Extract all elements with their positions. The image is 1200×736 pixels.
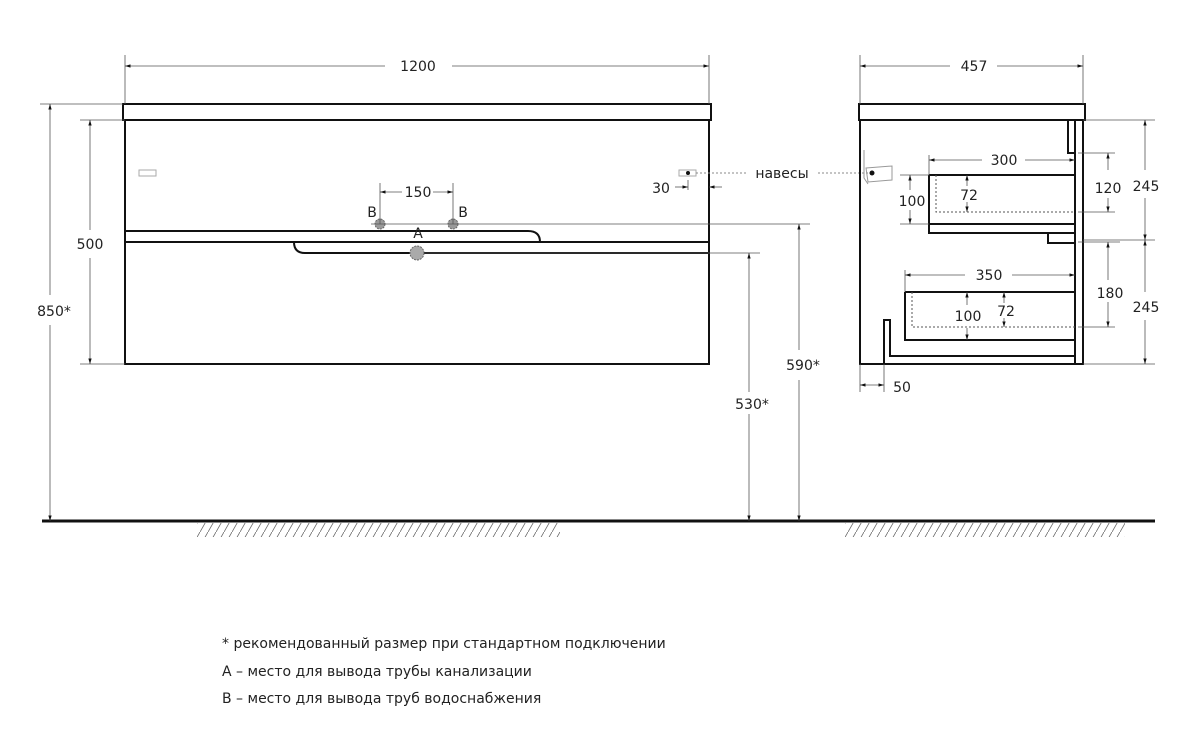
dim-lower-inner: 72 (997, 304, 1015, 320)
dim-lower-drawer-height: 100 (955, 309, 982, 325)
hinge-label: навесы (755, 166, 808, 182)
dim-body-height: 500 (77, 237, 104, 253)
dim-upper-gap: 120 (1095, 181, 1122, 197)
dim-width: 1200 (400, 59, 436, 75)
label-b-left: B (367, 205, 377, 221)
dim-upper-section: 245 (1133, 179, 1160, 195)
dim-depth: 457 (961, 59, 988, 75)
front-dimensions: 1200 850* 500 150 590* 530* 30 навесы (37, 55, 870, 521)
dim-upper-drawer-width: 300 (991, 153, 1018, 169)
dim-pipe-spacing: 150 (405, 185, 432, 201)
side-view (858, 103, 1086, 365)
side-dimensions: 457 300 100 72 120 245 245 350 100 72 18… (859, 55, 1160, 396)
dim-590: 590* (786, 358, 820, 374)
dim-lower-gap: 180 (1097, 286, 1124, 302)
label-b-right: B (458, 205, 468, 221)
dim-total-height: 850* (37, 304, 71, 320)
legend-note-a: А – место для вывода трубы канализации (222, 664, 532, 680)
dim-hinge-offset: 30 (652, 181, 670, 197)
dim-lower-section: 245 (1133, 300, 1160, 316)
dim-base-offset: 50 (893, 380, 911, 396)
legend-note-recommended: * рекомендованный размер при стандартном… (222, 636, 666, 652)
dim-upper-drawer-height: 100 (899, 194, 926, 210)
floor-hatch-right (845, 523, 1125, 537)
dim-530: 530* (735, 397, 769, 413)
dim-upper-inner: 72 (960, 188, 978, 204)
legend-note-b: В – место для вывода труб водоснабжения (222, 691, 542, 707)
floor-hatch-left (197, 523, 560, 537)
label-a: A (413, 226, 423, 242)
pipe-a (409, 245, 425, 261)
front-view: B B A (122, 103, 712, 365)
dim-lower-drawer-width: 350 (976, 268, 1003, 284)
